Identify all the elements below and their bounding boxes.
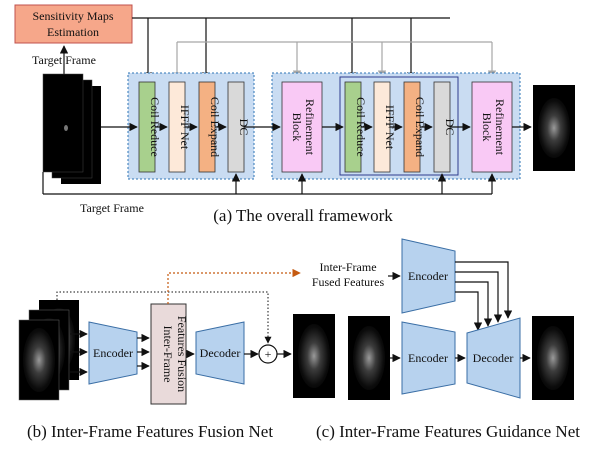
refinement-block-1 [281,81,323,173]
input-frame-stack-b [18,300,79,401]
decoder-c-label: Decoder [473,351,514,365]
panel-c-caption: (c) Inter-Frame Features Guidance Net [316,422,580,441]
fused-features-line2: Fused Features [312,275,385,289]
panel-b-caption: (b) Inter-Frame Features Fusion Net [27,422,273,441]
fusion-label-line1: Inter-Frame [161,325,175,382]
panel-a-caption: (a) The overall framework [213,206,393,225]
encoder-c-bottom [401,321,456,395]
refinement-label-1a: Refinement [303,99,317,156]
sum-node-symbol: + [265,347,272,361]
output-image-c [532,316,574,400]
sensitivity-label-line1: Sensitivity Maps [32,9,113,23]
output-image-b [293,314,335,398]
encoder-c-top-label: Encoder [408,269,448,283]
fused-features-line1: Inter-Frame [319,260,376,274]
refinement-label-1b: Block [290,113,304,142]
panel-a: Sensitivity Maps Estimation Target Frame [14,4,575,225]
output-image-a [533,85,575,171]
features-fusion-block [150,303,187,405]
encoder-c-bottom-label: Encoder [408,351,448,365]
encoder-c-top [401,238,456,314]
refinement-block-2 [471,81,513,173]
target-frame-bottom-label: Target Frame [80,201,144,215]
encoder-b-label: Encoder [93,346,133,360]
sensitivity-maps-box [14,4,133,44]
decoder-b [195,321,245,385]
panel-c: Inter-Frame Fused Features Encoder Encod… [312,238,580,441]
sensitivity-label-line2: Estimation [47,25,99,39]
decoder-c [466,317,521,399]
input-frame-stack-a [42,73,101,184]
fusion-label-line2: Features Fusion [175,316,189,392]
target-frame-top-label: Target Frame [32,53,96,67]
refinement-label-2a: Refinement [493,99,507,156]
refinement-label-2b: Block [480,113,494,142]
panel-b: Encoder Inter-Frame Features Fusion Deco… [18,268,335,441]
decoder-b-label: Decoder [200,346,241,360]
encoder-b [88,321,138,385]
input-image-c [348,316,390,400]
